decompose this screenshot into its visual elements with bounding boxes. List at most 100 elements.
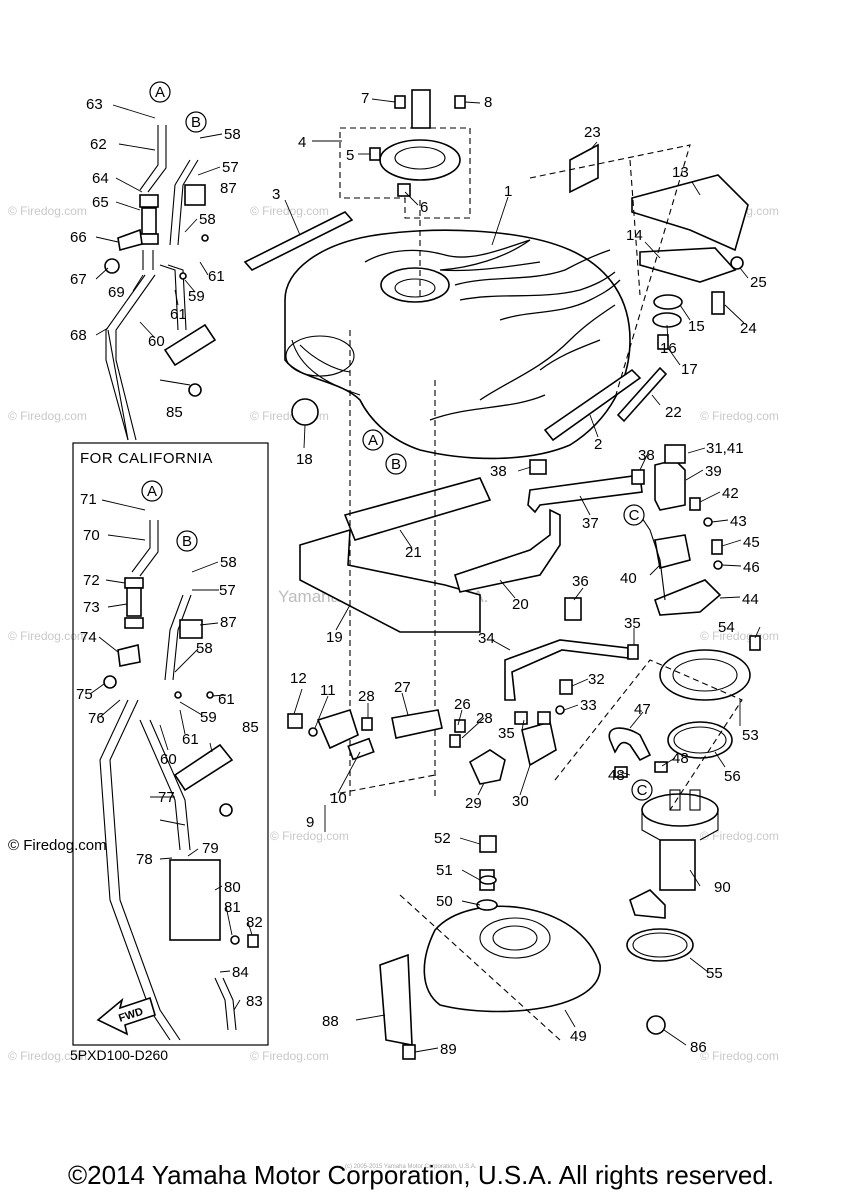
callout-number: 37 (582, 515, 599, 532)
callout-number: 79 (202, 840, 219, 857)
bracket-44 (654, 579, 722, 616)
callout-number: 53 (742, 727, 759, 744)
fuel-pump-90 (629, 789, 719, 919)
fwd-arrow-icon: FWD (96, 996, 156, 1036)
watermark: © Firedog.com (8, 629, 87, 643)
callout-number: 90 (714, 879, 731, 896)
callout-number: 75 (76, 686, 93, 703)
bracket-88 (379, 953, 413, 1046)
callout-number: 46 (743, 559, 760, 576)
circle-labels: A B A B A B C C (141, 81, 653, 801)
callout-number: 29 (465, 795, 482, 812)
callout-number: 78 (136, 851, 153, 868)
callout-number: 89 (440, 1041, 457, 1058)
callout-number: 12 (290, 670, 307, 687)
callout-number: 3 (272, 186, 280, 203)
callout-number: 9 (306, 814, 314, 831)
callout-number: 70 (83, 527, 100, 544)
callout-number: 64 (92, 170, 109, 187)
callout-number: 33 (580, 697, 597, 714)
watermark: © Firedog.com (700, 1049, 779, 1063)
callout-number: 43 (730, 513, 747, 530)
callout-number: 7 (361, 90, 369, 107)
base-plate-49 (379, 835, 601, 1060)
callout-number: 81 (224, 899, 241, 916)
callout-number: 24 (740, 320, 757, 337)
california-box-title: FOR CALIFORNIA (80, 450, 213, 467)
reference-circle-label: A (155, 84, 165, 101)
reference-circle-label: B (391, 456, 401, 473)
callout-number: 57 (219, 582, 236, 599)
callout-number: 48 (608, 767, 625, 784)
callout-number: 2 (594, 436, 602, 453)
callout-number: 69 (108, 284, 125, 301)
callout-number: 59 (200, 709, 217, 726)
callout-number: 56 (724, 768, 741, 785)
callouts: 1 2 3 4 5 6 7 8 9 10 11 12 13 14 15 16 1… (70, 90, 767, 1058)
fuel-tank (284, 229, 631, 460)
callout-number: 58 (220, 554, 237, 571)
callout-number: 4 (298, 134, 306, 151)
callout-number: 34 (478, 630, 495, 647)
callout-number: 87 (220, 614, 237, 631)
callout-number: 87 (220, 180, 237, 197)
callout-number: 47 (634, 701, 651, 718)
callout-number: 18 (296, 451, 313, 468)
pad-13 (631, 174, 749, 252)
callout-number: 63 (86, 96, 103, 113)
callout-number: 15 (688, 318, 705, 335)
callout-number: 23 (584, 124, 601, 141)
callout-number: 13 (672, 164, 689, 181)
callout-number: 26 (454, 696, 471, 713)
callout-number: 5 (346, 147, 354, 164)
callout-number: 82 (246, 914, 263, 931)
callout-number: 28 (358, 688, 375, 705)
callout-number: 36 (572, 573, 589, 590)
watermark: © Firedog.com (270, 829, 349, 843)
callout-number: 16 (660, 340, 677, 357)
reference-circle-label: B (191, 114, 201, 131)
callout-number: 17 (681, 361, 698, 378)
callout-number: 57 (222, 159, 239, 176)
callout-number: 28 (476, 710, 493, 727)
clamp-86 (646, 1015, 666, 1035)
callout-number: 6 (420, 199, 428, 216)
callout-number: 74 (80, 629, 97, 646)
hose-assembly-top (104, 125, 217, 441)
footer-small-print: (c) 2005-2015 Yamaha Motor Corporation, … (345, 1164, 477, 1170)
callout-number: 61 (170, 306, 187, 323)
seal-rings (626, 649, 751, 962)
reference-circle-label: B (182, 533, 192, 550)
callout-number: 52 (434, 830, 451, 847)
callout-number: 14 (626, 227, 643, 244)
callout-number: 67 (70, 271, 87, 288)
copyright-notice: ©2014 Yamaha Motor Corporation, U.S.A. A… (67, 1160, 775, 1190)
callout-number: 51 (436, 862, 453, 879)
callout-number: 42 (722, 485, 739, 502)
callout-number: 45 (743, 534, 760, 551)
decal-23 (569, 143, 599, 194)
bracket-14 (639, 247, 737, 283)
callout-number: 68 (70, 327, 87, 344)
callout-number: 25 (750, 274, 767, 291)
callout-number: 49 (570, 1028, 587, 1045)
hose-34 (504, 639, 629, 701)
callout-number: 85 (242, 719, 259, 736)
callout-number: 35 (624, 615, 641, 632)
valve-40 (654, 534, 691, 569)
callout-number: 60 (148, 333, 165, 350)
reference-circle-label: A (147, 483, 157, 500)
callout-number: 35 (498, 725, 515, 742)
watermark: © Firedog.com (8, 409, 87, 423)
reference-circle-label: C (637, 782, 648, 799)
valve-39 (654, 459, 686, 511)
callout-number: 20 (512, 596, 529, 613)
callout-number: 58 (199, 211, 216, 228)
hose-assembly-california (99, 520, 259, 1041)
callout-number: 31,41 (706, 440, 744, 457)
callout-number: 50 (436, 893, 453, 910)
pad-20 (454, 508, 561, 593)
callout-number: 22 (665, 404, 682, 421)
callout-number: 86 (690, 1039, 707, 1056)
callout-number: 58 (196, 640, 213, 657)
